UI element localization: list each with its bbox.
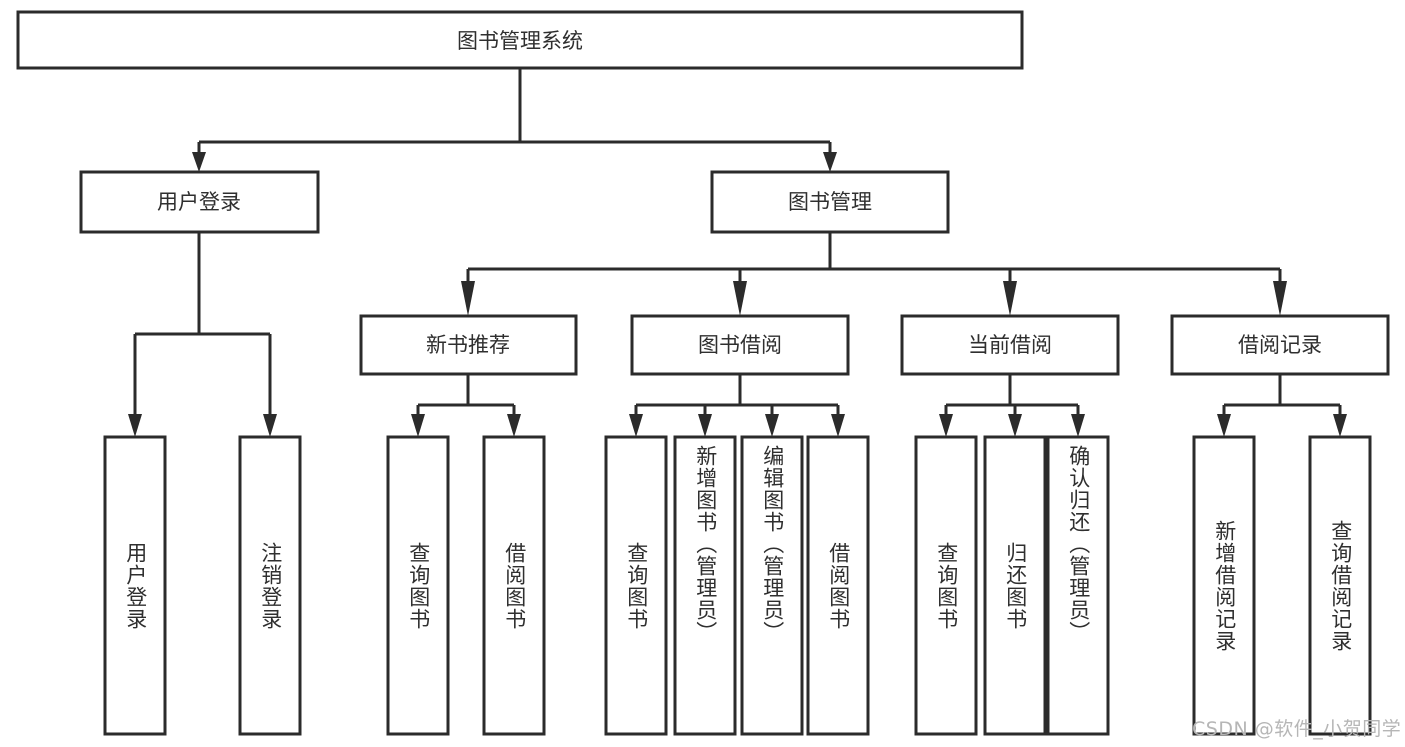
arrow-leaf-query-book-3 [939,414,953,437]
connector-layer [128,68,1347,437]
arrow-leaf-confirm-return [1071,414,1085,437]
node-box-leaf-logout-login[interactable] [238,435,302,736]
arrow-leaf-return-book [1008,414,1022,437]
node-box-borrow-record[interactable] [1170,314,1390,376]
arrow-to-user-login [192,152,206,172]
arrow-leaf-logout-login [263,414,277,437]
arrow-leaf-user-login [128,414,142,437]
arrow-to-new-book-recommend [461,281,475,316]
arrow-leaf-add-record [1217,414,1231,437]
arrow-leaf-query-book-2 [629,414,643,437]
node-box-leaf-user-login[interactable] [103,435,167,736]
node-box-leaf-query-book-2[interactable] [604,435,668,736]
node-label-root: 图书管理系统 [457,29,583,53]
node-box-leaf-confirm-return[interactable] [1046,435,1110,736]
arrow-to-borrow-record [1273,281,1287,316]
arrow-to-book-borrow [733,281,747,316]
node-label-user-login: 用户登录 [157,190,241,214]
node-label-current-borrow: 当前借阅 [968,333,1052,357]
node-box-root[interactable] [16,10,1024,70]
node-layer: 图书管理系统 用户登录 图书管理 新书推荐 图书借阅 当前借阅 借阅记录 [16,10,1390,736]
node-box-leaf-edit-book[interactable] [740,435,804,736]
arrow-to-book-management [823,152,837,172]
node-box-leaf-borrow-book-1[interactable] [482,435,546,736]
node-label-borrow-record: 借阅记录 [1238,333,1322,357]
arrow-to-current-borrow [1003,281,1017,316]
node-label-book-borrow: 图书借阅 [698,333,782,357]
node-box-leaf-query-record[interactable] [1308,435,1372,736]
node-label-book-management: 图书管理 [788,190,872,214]
node-box-new-book-recommend[interactable] [359,314,578,376]
arrow-leaf-edit-book [765,414,779,437]
arrow-leaf-borrow-book-1 [507,414,521,437]
node-box-current-borrow[interactable] [900,314,1120,376]
node-box-leaf-add-book[interactable] [673,435,737,736]
arrow-leaf-borrow-book-2 [831,414,845,437]
node-box-leaf-query-book-1[interactable] [386,435,450,736]
node-box-leaf-return-book[interactable] [983,435,1047,736]
node-box-leaf-add-record[interactable] [1192,435,1256,736]
node-box-book-borrow[interactable] [630,314,850,376]
arrow-leaf-add-book [698,414,712,437]
watermark-text: CSDN @软件_小贺同学 [1192,718,1402,740]
node-box-leaf-borrow-book-2[interactable] [806,435,870,736]
node-box-book-management[interactable] [710,170,950,234]
node-box-user-login[interactable] [79,170,320,234]
node-label-new-book-recommend: 新书推荐 [426,333,510,357]
arrow-leaf-query-record [1333,414,1347,437]
arrow-leaf-query-book-1 [411,414,425,437]
node-box-leaf-query-book-3[interactable] [914,435,978,736]
